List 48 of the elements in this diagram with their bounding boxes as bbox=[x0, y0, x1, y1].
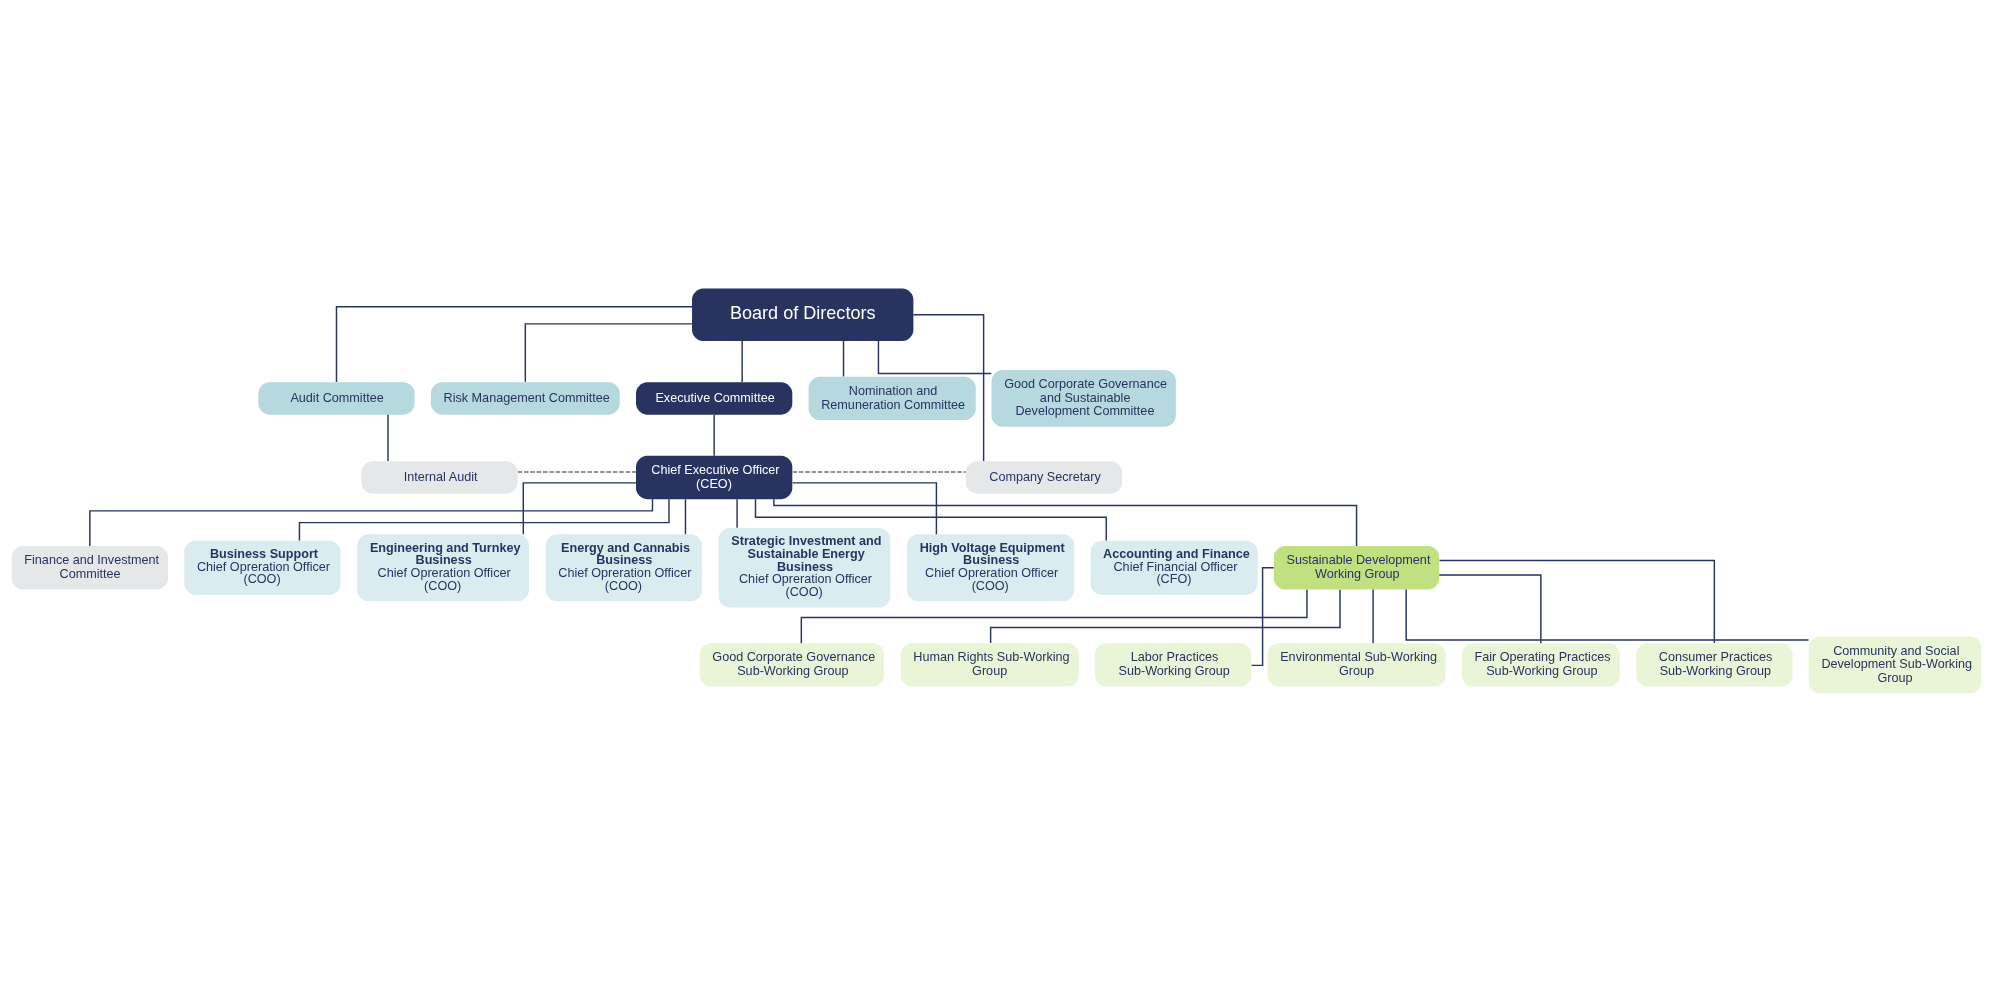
node-box: Accounting and Finance Chief Financial Officer (CFO) bbox=[1090, 540, 1258, 595]
node-box: Engineering and Turnkey Business Chief Opreration Officer (COO) bbox=[357, 534, 529, 602]
node-box: Good Corporate Governance Sub-Working Group bbox=[699, 643, 884, 687]
connector bbox=[1438, 574, 1542, 644]
connector bbox=[1438, 559, 1716, 644]
node-box: Strategic Investment and Sustainable Energy Business Chief Opreration Officer (COO) bbox=[718, 528, 891, 608]
node-box: Company Secretary bbox=[965, 461, 1123, 494]
connector bbox=[792, 471, 967, 473]
node-box: Finance and Investment Committee bbox=[11, 546, 168, 590]
connector bbox=[89, 498, 654, 547]
node-box: Executive Committee bbox=[636, 382, 793, 415]
connector bbox=[773, 498, 1358, 547]
node-box: High Voltage Equipment Business Chief Opreration Officer (COO) bbox=[907, 534, 1075, 602]
connector bbox=[684, 498, 687, 535]
node-box: Labor Practices Sub-Working Group bbox=[1095, 643, 1252, 687]
node-box: Risk Management Committee bbox=[430, 382, 620, 415]
node-box: Consumer Practices Sub-Working Group bbox=[1636, 643, 1793, 687]
connector bbox=[1372, 588, 1374, 644]
node-box: Fair Operating Practices Sub-Working Group bbox=[1461, 643, 1620, 687]
node-box: Energy and Cannabis Business Chief Opreration Officer (COO) bbox=[545, 534, 702, 602]
connector bbox=[1405, 588, 1810, 641]
node-box: Business Support Chief Opreration Officer (COO) bbox=[184, 540, 341, 595]
connector bbox=[335, 305, 693, 383]
connector bbox=[912, 314, 985, 462]
node-box: Audit Committee bbox=[258, 382, 415, 415]
connector bbox=[791, 482, 938, 535]
node-box: Environmental Sub-Working Group bbox=[1267, 643, 1446, 687]
connector bbox=[522, 482, 637, 535]
connector bbox=[754, 498, 1107, 542]
node-box: Human Rights Sub-Working Group bbox=[900, 643, 1079, 687]
connector bbox=[741, 340, 743, 383]
connector bbox=[524, 323, 693, 383]
node-box: Nomination and Remuneration Committee bbox=[808, 376, 976, 421]
connector bbox=[842, 340, 845, 378]
node-box: Chief Executive Officer (CEO) bbox=[636, 455, 793, 500]
node-box: Sustainable Development Working Group bbox=[1273, 546, 1440, 590]
connector bbox=[736, 498, 738, 529]
connector bbox=[387, 414, 389, 462]
connector bbox=[517, 471, 637, 473]
connector bbox=[1250, 567, 1275, 667]
node-box: Board of Directors bbox=[692, 288, 914, 341]
connector bbox=[989, 588, 1341, 644]
connector bbox=[877, 340, 992, 375]
node-box: Internal Audit bbox=[361, 461, 518, 494]
connector bbox=[713, 414, 715, 457]
node-box: Community and Social Development Sub-Working Group bbox=[1808, 636, 1982, 694]
connector bbox=[298, 498, 670, 542]
node-box: Good Corporate Governance and Sustainable Development Committee bbox=[991, 369, 1176, 427]
